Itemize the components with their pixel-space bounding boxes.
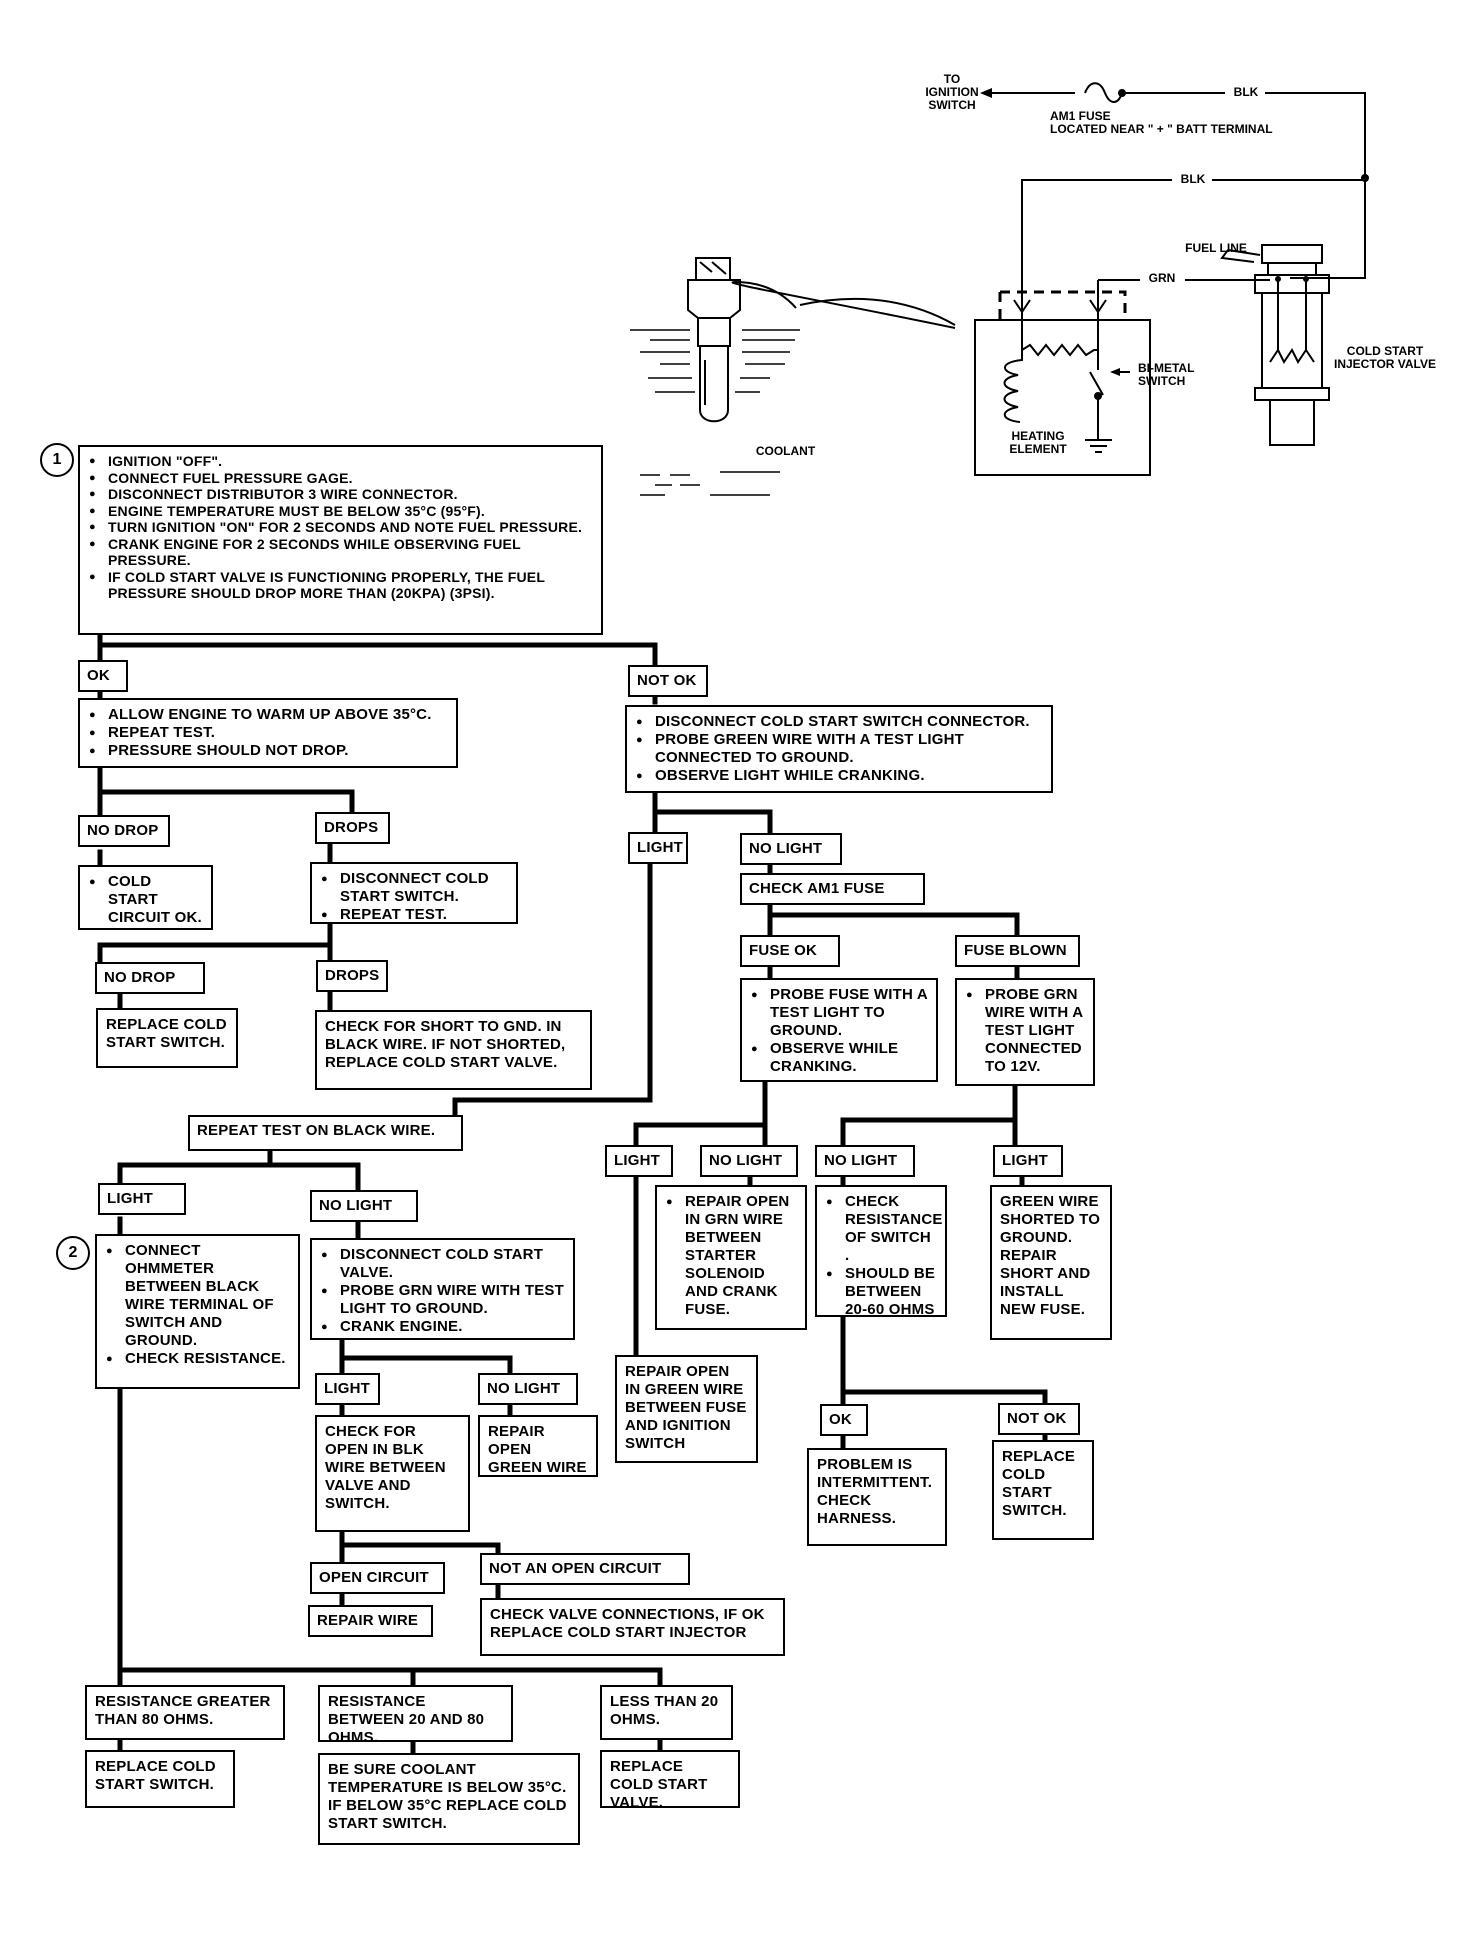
to-ignition-switch-label: TO IGNITION SWITCH (925, 72, 979, 112)
no-drop-label-2: NO DROP (95, 962, 205, 994)
bullet-item: CONNECT OHMMETER BETWEEN BLACK WIRE TERM… (106, 1242, 290, 1350)
repair-open-green-wire-box: REPAIR OPEN GREEN WIRE (478, 1415, 598, 1477)
light-label-e: LIGHT (315, 1373, 380, 1405)
less-than-20-ohms-box: LESS THAN 20 OHMS. (600, 1685, 733, 1740)
blk-wire-top-label: BLK (1233, 85, 1259, 99)
fuse-blown-label: FUSE BLOWN (955, 935, 1080, 967)
fuse-ok-label: FUSE OK (740, 935, 840, 967)
blk-wire-mid-label: BLK (1180, 172, 1206, 186)
replace-cold-start-switch-box-2: REPLACE COLD START SWITCH. (992, 1440, 1094, 1540)
bullet-item: IF COLD START VALVE IS FUNCTIONING PROPE… (89, 569, 593, 602)
heating-element-label: HEATING ELEMENT (1009, 429, 1067, 456)
no-light-label-a: NO LIGHT (740, 833, 842, 865)
cold-start-circuit-ok-box: COLD START CIRCUIT OK. (78, 865, 213, 930)
bullet-item: TURN IGNITION "ON" FOR 2 SECONDS AND NOT… (89, 519, 593, 536)
step-2-marker: 2 (56, 1236, 90, 1270)
bimetal-switch-label: BI-METAL SWITCH (1138, 361, 1195, 388)
no-light-label-d: NO LIGHT (815, 1145, 915, 1177)
no-light-label-b: NO LIGHT (310, 1190, 418, 1222)
drops-label-1: DROPS (315, 812, 390, 844)
disconnect-cold-start-switch-box: DISCONNECT COLD START SWITCH.REPEAT TEST… (310, 862, 518, 924)
bullet-item: CHECK RESISTANCE. (106, 1350, 290, 1368)
bullet-item: IGNITION "OFF". (89, 453, 593, 470)
replace-cold-start-valve-box: REPLACE COLD START VALVE. (600, 1750, 740, 1811)
bullet-item: REPEAT TEST. (321, 906, 508, 924)
not-an-open-circuit-label: NOT AN OPEN CIRCUIT (480, 1553, 690, 1585)
disconnect-cold-start-switch-connector-box: DISCONNECT COLD START SWITCH CONNECTOR.P… (625, 705, 1053, 793)
no-light-label-c: NO LIGHT (700, 1145, 798, 1177)
cold-start-injector-valve-label: COLD START INJECTOR VALVE (1333, 344, 1437, 371)
grn-wire-label: GRN (1148, 271, 1176, 285)
initial-test-box: IGNITION "OFF".CONNECT FUEL PRESSURE GAG… (78, 445, 603, 635)
bullet-item: COLD START CIRCUIT OK. (89, 873, 203, 927)
bullet-item: PRESSURE SHOULD NOT DROP. (89, 742, 448, 760)
connect-ohmmeter-box: CONNECT OHMMETER BETWEEN BLACK WIRE TERM… (95, 1234, 300, 1389)
light-label-d: LIGHT (993, 1145, 1063, 1177)
bullet-item: PROBE FUSE WITH A TEST LIGHT TO GROUND. (751, 986, 928, 1040)
bullet-item: OBSERVE LIGHT WHILE CRANKING. (636, 767, 1043, 785)
bullet-item: SHOULD BE BETWEEN 20-60 OHMS (826, 1265, 937, 1319)
replace-cold-start-switch-box-3: REPLACE COLD START SWITCH. (85, 1750, 235, 1808)
check-valve-connections-box: CHECK VALVE CONNECTIONS, IF OK REPLACE C… (480, 1598, 785, 1656)
repair-wire-box: REPAIR WIRE (308, 1605, 433, 1637)
bullet-item: REPEAT TEST. (89, 724, 448, 742)
open-circuit-label: OPEN CIRCUIT (310, 1562, 445, 1594)
light-label-c: LIGHT (605, 1145, 673, 1177)
am1-fuse-label: AM1 FUSE LOCATED NEAR " + " BATT TERMINA… (1050, 109, 1273, 136)
resistance-between-20-80-box: RESISTANCE BETWEEN 20 AND 80 OHMS. (318, 1685, 513, 1746)
drops-label-2: DROPS (316, 960, 388, 992)
bullet-item: DISCONNECT DISTRIBUTOR 3 WIRE CONNECTOR. (89, 486, 593, 503)
probe-fuse-box: PROBE FUSE WITH A TEST LIGHT TO GROUND.O… (740, 978, 938, 1082)
bullet-item: ENGINE TEMPERATURE MUST BE BELOW 35°C (9… (89, 503, 593, 520)
check-short-black-wire-box: CHECK FOR SHORT TO GND. IN BLACK WIRE. I… (315, 1010, 592, 1090)
not-ok-label-1: NOT OK (628, 665, 708, 697)
ok-label-2: OK (820, 1404, 868, 1436)
bullet-item: DISCONNECT COLD START SWITCH. (321, 870, 508, 906)
light-label-b: LIGHT (98, 1183, 186, 1215)
bullet-item: CRANK ENGINE FOR 2 SECONDS WHILE OBSERVI… (89, 536, 593, 569)
warm-up-box: ALLOW ENGINE TO WARM UP ABOVE 35°C.REPEA… (78, 698, 458, 768)
light-label-a: LIGHT (628, 832, 688, 864)
not-ok-label-2: NOT OK (998, 1403, 1080, 1435)
bullet-item: DISCONNECT COLD START VALVE. (321, 1246, 565, 1282)
bullet-item: PROBE GRN WIRE WITH TEST LIGHT TO GROUND… (321, 1282, 565, 1318)
coolant-label: COOLANT (755, 444, 816, 458)
repeat-test-black-wire-box: REPEAT TEST ON BLACK WIRE. (188, 1115, 463, 1151)
fuel-line-label: FUEL LINE (1185, 241, 1247, 255)
disconnect-cold-start-valve-box: DISCONNECT COLD START VALVE.PROBE GRN WI… (310, 1238, 575, 1340)
bullet-item: PROBE GRN WIRE WITH A TEST LIGHT CONNECT… (966, 986, 1085, 1076)
coolant-temperature-check-box: BE SURE COOLANT TEMPERATURE IS BELOW 35°… (318, 1753, 580, 1845)
no-light-label-e: NO LIGHT (478, 1373, 578, 1405)
bullet-item: REPAIR OPEN IN GRN WIRE BETWEEN STARTER … (666, 1193, 797, 1319)
bullet-item: DISCONNECT COLD START SWITCH CONNECTOR. (636, 713, 1043, 731)
bullet-item: CHECK RESISTANCE OF SWITCH . (826, 1193, 942, 1265)
repair-open-green-wire-fuse-box: REPAIR OPEN IN GREEN WIRE BETWEEN FUSE A… (615, 1355, 758, 1463)
check-open-blk-wire-box: CHECK FOR OPEN IN BLK WIRE BETWEEN VALVE… (315, 1415, 470, 1532)
check-am1-fuse-box: CHECK AM1 FUSE (740, 873, 925, 905)
ok-label-1: OK (78, 660, 128, 692)
probe-grn-wire-12v-box: PROBE GRN WIRE WITH A TEST LIGHT CONNECT… (955, 978, 1095, 1086)
check-switch-resistance-box: CHECK RESISTANCE OF SWITCH .SHOULD BE BE… (815, 1185, 947, 1319)
replace-cold-start-switch-box-1: REPLACE COLD START SWITCH. (96, 1008, 238, 1068)
problem-intermittent-box: PROBLEM IS INTERMITTENT. CHECK HARNESS. (807, 1448, 947, 1546)
bullet-item: CRANK ENGINE. (321, 1318, 565, 1336)
green-wire-shorted-box: GREEN WIRE SHORTED TO GROUND. REPAIR SHO… (990, 1185, 1112, 1340)
no-drop-label-1: NO DROP (78, 815, 170, 847)
bullet-item: CONNECT FUEL PRESSURE GAGE. (89, 470, 593, 487)
resistance-greater-than-80-box: RESISTANCE GREATER THAN 80 OHMS. (85, 1685, 285, 1740)
repair-open-grn-starter-box: REPAIR OPEN IN GRN WIRE BETWEEN STARTER … (655, 1185, 807, 1330)
bullet-item: OBSERVE WHILE CRANKING. (751, 1040, 928, 1076)
bullet-item: PROBE GREEN WIRE WITH A TEST LIGHT CONNE… (636, 731, 1043, 767)
bullet-item: ALLOW ENGINE TO WARM UP ABOVE 35°C. (89, 706, 448, 724)
step-1-marker: 1 (40, 443, 74, 477)
